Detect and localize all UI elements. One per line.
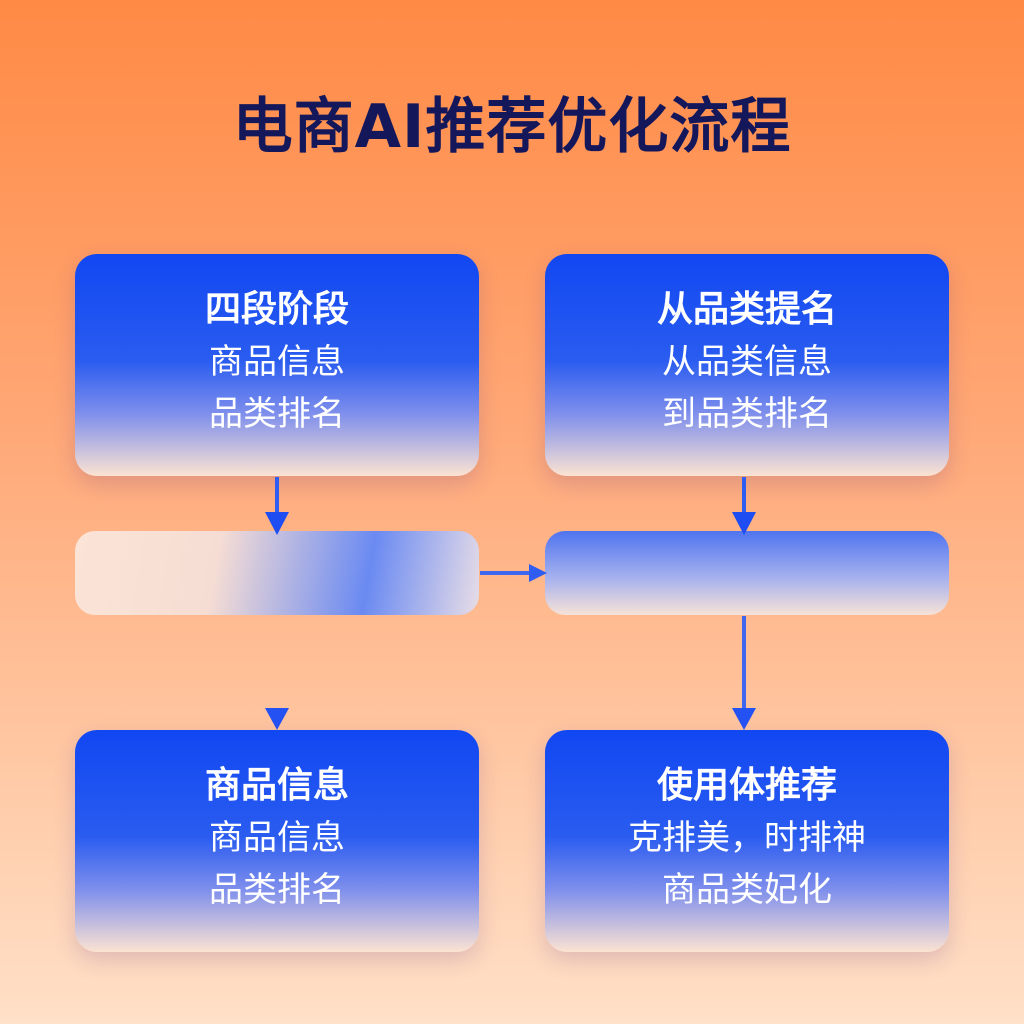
arrow-bar-left-down [265,616,289,730]
box-line-1: 从品类信息 [662,342,832,382]
process-box-top-left: 四段阶段 商品信息 品类排名 [75,254,479,476]
box-line-2: 品类排名 [209,870,345,910]
box-line-2: 到品类排名 [662,394,832,434]
box-title: 四段阶段 [204,289,349,330]
arrow-top-right-down [732,477,756,535]
process-box-bottom-right: 使用体推荐 克排美，时排神 商品类妃化 [545,730,949,952]
process-box-top-right: 从品类提名 从品类信息 到品类排名 [545,254,949,476]
box-line-2: 品类排名 [209,394,345,434]
box-title: 从品类提名 [656,289,837,330]
box-title: 使用体推荐 [656,765,837,806]
process-box-bottom-left: 商品信息 商品信息 品类排名 [75,730,479,952]
box-line-1: 商品信息 [209,818,345,858]
intermediate-bar-right [545,531,949,615]
arrow-bar-left-to-right [480,564,547,582]
box-line-1: 商品信息 [209,342,345,382]
arrow-bar-right-down [732,616,756,730]
page-title: 电商AI推荐优化流程 [232,92,792,162]
box-title: 商品信息 [204,765,349,806]
box-line-2: 商品类妃化 [662,870,832,910]
box-line-1: 克排美，时排神 [628,818,866,858]
intermediate-bar-left [75,531,479,615]
arrow-top-left-down [265,477,289,535]
